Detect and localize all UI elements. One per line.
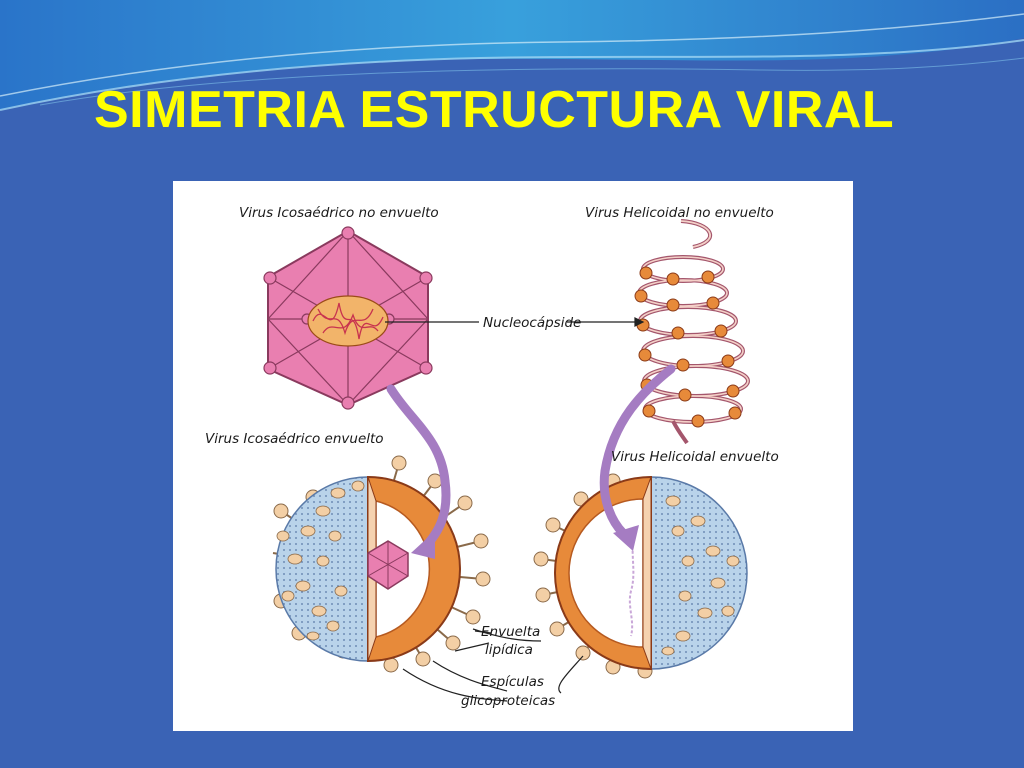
label-helical-enveloped: Virus Helicoidal envuelto	[611, 449, 779, 465]
virus-symmetry-diagram: Virus Icosaédrico no envuelto Virus Heli…	[173, 181, 853, 731]
label-icosahedral-naked: Virus Icosaédrico no envuelto	[239, 205, 439, 221]
label-nucleocapsid: Nucleocápside	[483, 315, 581, 331]
label-helical-naked: Virus Helicoidal no envuelto	[585, 205, 774, 221]
transition-arrows	[386, 364, 676, 559]
label-icosahedral-enveloped: Virus Icosaédrico envuelto	[205, 431, 384, 447]
icosahedral-naked-virus	[263, 226, 433, 410]
label-lipid-envelope-line2: lipídica	[485, 642, 533, 658]
header-wave-decoration	[0, 0, 1024, 111]
inner-capsid-shape	[367, 540, 409, 590]
leader-lines	[385, 317, 645, 702]
helical-enveloped-virus	[533, 473, 748, 679]
helical-naked-virus	[634, 219, 750, 445]
label-spikes-line2: glicoproteicas	[461, 693, 555, 709]
label-lipid-envelope-line1: Envuelta	[481, 624, 540, 640]
slide-title: SIMETRIA ESTRUCTURA VIRAL	[94, 81, 895, 139]
label-spikes-line1: Espículas	[481, 674, 544, 690]
